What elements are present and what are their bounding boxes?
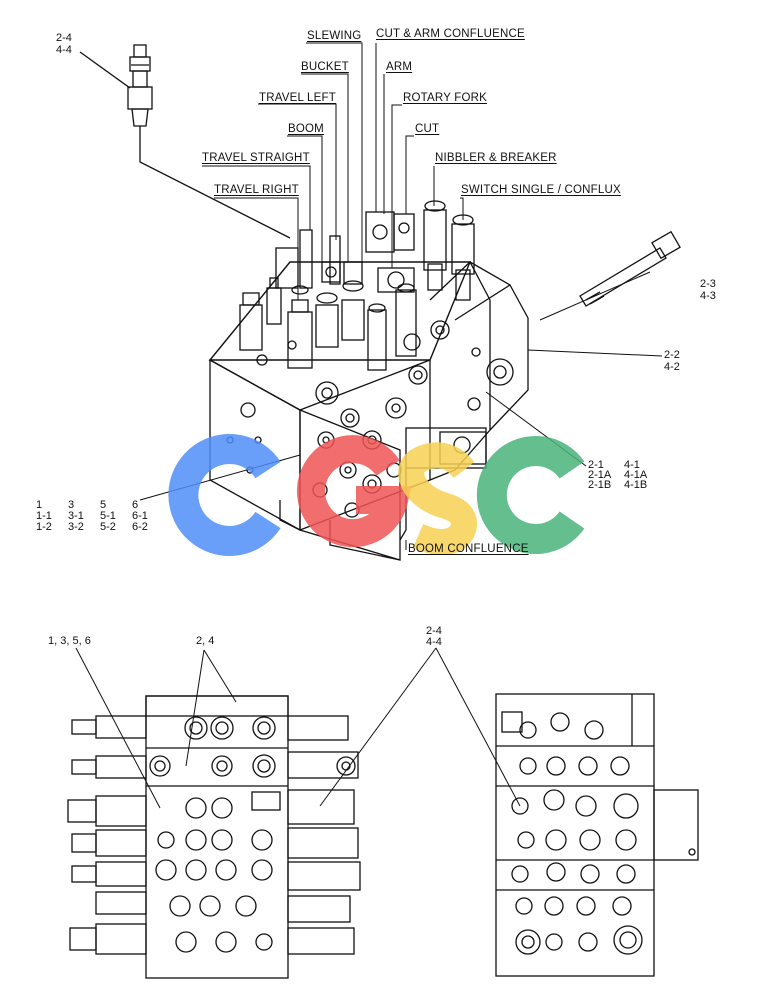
leader-lower-3b <box>435 647 521 807</box>
ref-block-row-1-a: 2-1 <box>588 459 604 471</box>
ref-block-row-2-b: 4-1A <box>624 469 648 481</box>
ref-body-r3-c3: 5-2 <box>100 521 116 533</box>
ref-lower-left-group: 1, 3, 5, 6 <box>48 635 91 647</box>
ref-block-row-2-a: 2-1A <box>588 469 612 481</box>
ref-body-r2-c4: 6-1 <box>132 510 148 522</box>
ref-body-r2-c1: 1-1 <box>36 510 52 522</box>
ref-lower-right-b: 4-4 <box>426 636 442 648</box>
ref-block-row-1-b: 4-1 <box>624 459 640 471</box>
label-travel-left: TRAVEL LEFT <box>259 92 336 104</box>
ref-body-r2-c2: 3-1 <box>68 510 84 522</box>
label-travel-right: TRAVEL RIGHT <box>214 184 299 196</box>
leader-lower-3a <box>319 647 437 807</box>
ref-top-left-a: 2-4 <box>56 32 72 44</box>
watermark-letter-c-blue <box>168 434 281 556</box>
ref-cover-b: 4-2 <box>664 361 680 373</box>
leader-lower-2a <box>185 649 205 767</box>
label-rotary-fork: ROTARY FORK <box>403 92 487 104</box>
ref-block-row-3-b: 4-1B <box>624 479 648 491</box>
leader-fitting-to-body <box>139 126 291 239</box>
ref-bolt-a: 2-3 <box>700 278 716 290</box>
ref-lower-right-a: 2-4 <box>426 625 442 637</box>
fitting-top-left <box>127 44 153 127</box>
ref-body-r3-c2: 3-2 <box>68 521 84 533</box>
label-bucket: BUCKET <box>301 61 349 73</box>
watermark-letter-c-green <box>476 436 585 554</box>
ref-body-r1-c3: 5 <box>100 499 107 511</box>
lower-right-view <box>495 693 699 977</box>
lower-left-view <box>67 695 361 979</box>
label-slewing: SLEWING <box>307 30 362 42</box>
ref-body-r3-c1: 1-2 <box>36 521 52 533</box>
watermark-letter-g-red <box>296 435 412 548</box>
leader-lower-1 <box>75 647 161 809</box>
watermark-letter-s-yellow <box>398 442 477 555</box>
leader-lower-2b <box>203 649 237 703</box>
ref-bolt-b: 4-3 <box>700 290 716 302</box>
ref-top-left-b: 4-4 <box>56 44 72 56</box>
ref-body-r1-c2: 3 <box>68 499 75 511</box>
ref-lower-mid-group: 2, 4 <box>196 635 215 647</box>
label-boom-confluence: BOOM CONFLUENCE <box>408 543 529 555</box>
ref-block-row-3-a: 2-1B <box>588 479 612 491</box>
label-switch-single-conflux: SWITCH SINGLE / CONFLUX <box>461 184 621 196</box>
spool-caps <box>239 200 475 371</box>
label-travel-straight: TRAVEL STRAIGHT <box>202 152 310 164</box>
label-boom: BOOM <box>288 123 324 135</box>
ref-body-r3-c4: 6-2 <box>132 521 148 533</box>
leader-2-4-top <box>79 51 131 89</box>
ref-body-r2-c3: 5-1 <box>100 510 116 522</box>
ref-body-r1-c4: 6 <box>132 499 139 511</box>
ref-cover-a: 2-2 <box>664 349 680 361</box>
label-cut-arm-confluence: CUT & ARM CONFLUENCE <box>376 28 525 40</box>
label-nibbler-breaker: NIBBLER & BREAKER <box>435 152 557 164</box>
ref-body-r1-c1: 1 <box>36 499 43 511</box>
label-arm: ARM <box>386 61 413 73</box>
label-cut: CUT <box>415 123 440 135</box>
